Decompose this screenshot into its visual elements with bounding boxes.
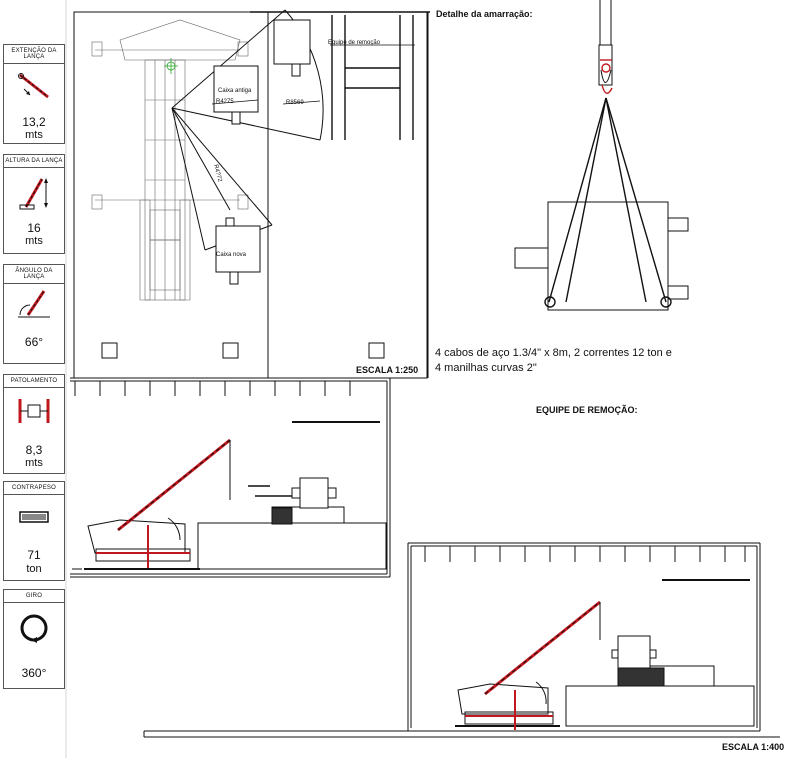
crane-plan-view bbox=[91, 19, 249, 301]
panel-value: 8,3 bbox=[25, 443, 43, 457]
boom-extension-panel: EXTENÇÃO DA LANÇA 13,2 mts bbox=[3, 44, 65, 144]
column bbox=[368, 342, 385, 359]
panel-header: CONTRAPESO bbox=[4, 482, 64, 495]
elevation-1-truss bbox=[74, 381, 351, 396]
panel-unit: mts bbox=[25, 457, 43, 469]
rigging-note-1: 4 cabos de aço 1.3/4" x 8m, 2 correntes … bbox=[435, 347, 672, 359]
outrigger-icon bbox=[18, 399, 50, 423]
plan-scale: ESCALA 1:250 bbox=[356, 365, 418, 375]
counterweight-icon bbox=[19, 511, 49, 523]
elevation-1 bbox=[70, 377, 391, 578]
rigging-diagram bbox=[514, 0, 689, 311]
rotation-icon bbox=[20, 614, 48, 643]
rigging-note-2: 4 manilhas curvas 2" bbox=[435, 362, 537, 374]
rigging-title: Detalhe da amarração: bbox=[436, 9, 533, 19]
column bbox=[101, 342, 118, 359]
new-box-plan bbox=[215, 225, 261, 273]
boom-height-icon bbox=[19, 178, 48, 210]
rotation-panel: GIRO 360° bbox=[3, 589, 65, 689]
panel-value: 71 bbox=[27, 548, 41, 562]
panel-header: GIRO bbox=[4, 590, 64, 603]
radius-label-2: R8569 bbox=[286, 100, 304, 106]
elevation-scale: ESCALA 1:400 bbox=[722, 742, 784, 752]
panel-header: PATOLAMENTO bbox=[4, 375, 64, 388]
panel-header: ÂNGULO DA LANÇA bbox=[4, 265, 64, 284]
crane-center-marker bbox=[164, 58, 178, 74]
boom-angle-icon bbox=[18, 290, 50, 318]
radius-label-3: R4?72 bbox=[212, 164, 223, 183]
boom-height-panel: ALTURA DA LANÇA 16 mts bbox=[3, 154, 65, 254]
elevation-2-boom bbox=[465, 600, 601, 730]
new-box-label: Caixa nova bbox=[216, 252, 247, 258]
panel-unit: mts bbox=[25, 129, 43, 141]
panel-value: 360° bbox=[21, 666, 47, 680]
panel-unit: ton bbox=[26, 563, 42, 575]
outrigger-panel: PATOLAMENTO 8,3 mts bbox=[3, 374, 65, 474]
panel-value: 16 bbox=[27, 221, 41, 235]
old-box-label: Caixa antiga bbox=[218, 88, 252, 94]
elevation-title: EQUIPE DE REMOÇÃO: bbox=[536, 405, 638, 415]
equipe-plan-label: Equipe de remoção bbox=[328, 40, 381, 46]
team-box-plan bbox=[273, 19, 311, 65]
elevation-2 bbox=[143, 542, 780, 738]
boom-extension-icon bbox=[18, 73, 49, 99]
panel-header: EXTENÇÃO DA LANÇA bbox=[4, 45, 64, 64]
panel-value: 13,2 bbox=[22, 115, 46, 129]
radius-label-1: R4275 bbox=[216, 99, 234, 105]
panel-header: ALTURA DA LANÇA bbox=[4, 155, 64, 168]
counterweight-panel: CONTRAPESO 71 ton bbox=[3, 481, 65, 581]
panel-value: 66° bbox=[24, 335, 44, 349]
hook-icon bbox=[600, 59, 613, 94]
panel-unit: mts bbox=[25, 235, 43, 247]
boom-angle-panel: ÂNGULO DA LANÇA 66° bbox=[3, 264, 65, 364]
column bbox=[222, 342, 239, 359]
elevation-2-truss bbox=[424, 546, 746, 562]
